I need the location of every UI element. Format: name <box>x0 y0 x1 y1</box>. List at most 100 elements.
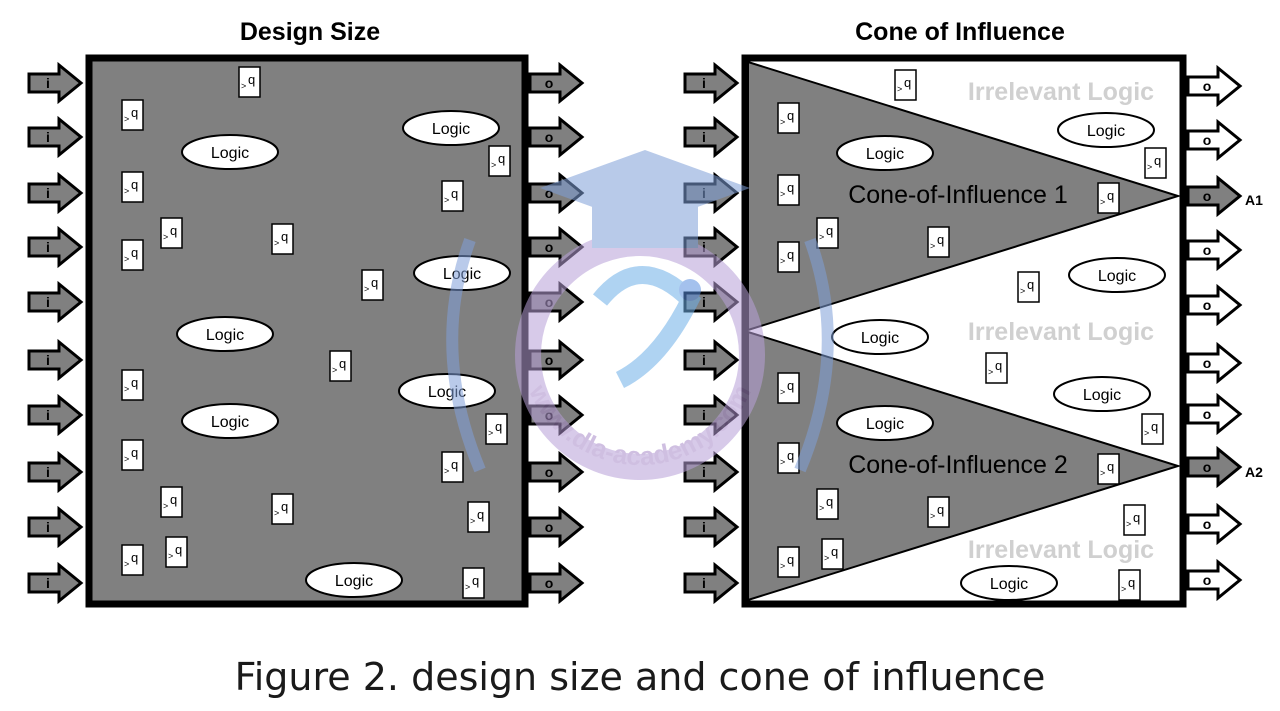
flip-flop-output-label: q <box>1128 575 1135 590</box>
right-logic-block-6: Logic <box>836 405 934 441</box>
port-letter: o <box>545 464 554 480</box>
left-input-port-7: i <box>27 393 84 437</box>
port-letter: o <box>545 239 554 255</box>
arrow-icon <box>27 61 84 105</box>
port-letter: i <box>46 75 50 91</box>
flip-flop-box <box>816 488 839 520</box>
flip-flop-output-label: q <box>170 492 177 507</box>
flip-flop-output-label: q <box>1151 419 1158 434</box>
cone-of-influence-2-region <box>747 330 1182 602</box>
left-output-port-1: o <box>528 61 585 105</box>
right-input-port-2: i <box>683 115 740 159</box>
port-letter: i <box>46 407 50 423</box>
flip-flop-output-label: q <box>281 499 288 514</box>
port-letter: i <box>702 519 706 535</box>
flip-flop-box <box>441 180 464 212</box>
right-flip-flop-6: >q <box>816 217 839 249</box>
logic-ellipse <box>402 110 500 146</box>
left-flip-flop-12: >q <box>485 413 508 445</box>
clock-marker-icon: > <box>824 553 829 563</box>
port-letter: i <box>702 239 706 255</box>
port-letter: o <box>1203 459 1212 475</box>
laurel-right-icon <box>794 237 834 473</box>
flip-flop-box <box>121 99 144 131</box>
clock-marker-icon: > <box>780 189 785 199</box>
flip-flop-box <box>777 546 800 578</box>
logic-label: Logic <box>866 416 904 433</box>
right-output-port-6: o <box>1186 341 1243 385</box>
clock-marker-icon: > <box>168 551 173 561</box>
left-logic-block-6: Logic <box>181 403 279 439</box>
flip-flop-output-label: q <box>787 247 794 262</box>
clock-marker-icon: > <box>1121 584 1126 594</box>
arrow-icon <box>1186 64 1243 108</box>
flip-flop-box <box>467 501 490 533</box>
clock-marker-icon: > <box>124 254 129 264</box>
flip-flop-box <box>441 451 464 483</box>
clock-marker-icon: > <box>930 241 935 251</box>
port-letter: i <box>702 464 706 480</box>
flip-flop-box <box>777 241 800 273</box>
right-output-port-1: o <box>1186 64 1243 108</box>
logic-label: Logic <box>1083 387 1121 404</box>
flip-flop-output-label: q <box>826 223 833 238</box>
right-flip-flop-19: >q <box>821 538 844 570</box>
clock-marker-icon: > <box>930 511 935 521</box>
arrow-icon <box>27 115 84 159</box>
clock-marker-icon: > <box>819 232 824 242</box>
logic-ellipse <box>181 403 279 439</box>
right-flip-flop-11: >q <box>777 372 800 404</box>
laurel-left-icon <box>446 237 486 473</box>
right-logic-block-2: Logic <box>1057 112 1155 148</box>
arrow-icon <box>1186 341 1243 385</box>
port-letter: i <box>46 519 50 535</box>
left-flip-flop-16: >q <box>271 493 294 525</box>
right-flip-flop-8: >q <box>777 241 800 273</box>
flip-flop-output-label: q <box>477 507 484 522</box>
left-input-port-9: i <box>27 505 84 549</box>
irrelevant-logic-label-3: Irrelevant Logic <box>968 536 1154 564</box>
port-letter: o <box>1203 297 1212 313</box>
arrow-icon <box>528 450 585 494</box>
verified-badge-icon <box>679 279 701 301</box>
logic-label: Logic <box>211 414 249 431</box>
clock-marker-icon: > <box>819 503 824 513</box>
left-logic-block-7: Logic <box>305 562 403 598</box>
right-output-port-8: o <box>1186 445 1243 489</box>
left-input-port-8: i <box>27 450 84 494</box>
figure-caption: Figure 2. design size and cone of influe… <box>234 655 1046 699</box>
flip-flop-output-label: q <box>131 445 138 460</box>
flip-flop-output-label: q <box>904 75 911 90</box>
logic-label: Logic <box>335 573 373 590</box>
clock-marker-icon: > <box>780 256 785 266</box>
clock-marker-icon: > <box>988 367 993 377</box>
clock-marker-icon: > <box>444 466 449 476</box>
logic-label: Logic <box>1098 268 1136 285</box>
clock-marker-icon: > <box>1100 468 1105 478</box>
left-input-port-6: i <box>27 338 84 382</box>
flip-flop-output-label: q <box>451 457 458 472</box>
left-flip-flop-19: >q <box>165 536 188 568</box>
arrow-icon <box>27 280 84 324</box>
flip-flop-output-label: q <box>170 223 177 238</box>
flip-flop-box <box>927 226 950 258</box>
left-flip-flop-13: >q <box>121 439 144 471</box>
diagram-svg: Design Size Cone of Influence Irrelevant… <box>27 18 1263 608</box>
flip-flop-box <box>485 413 508 445</box>
logic-ellipse <box>960 565 1058 601</box>
port-letter: i <box>46 239 50 255</box>
clock-marker-icon: > <box>780 387 785 397</box>
port-letter: o <box>1203 78 1212 94</box>
flip-flop-output-label: q <box>1107 188 1114 203</box>
right-output-port-9: o <box>1186 502 1243 546</box>
port-letter: i <box>46 129 50 145</box>
arrow-icon <box>1186 392 1243 436</box>
arrow-icon <box>1186 502 1243 546</box>
watermark-text-path: www.dla-academy.com <box>523 379 757 471</box>
logic-ellipse <box>836 135 934 171</box>
left-flip-flop-3: >q <box>488 145 511 177</box>
left-output-port-9: o <box>528 505 585 549</box>
left-flip-flop-8: >q <box>121 239 144 271</box>
watermark-emblem-icon <box>592 266 701 389</box>
left-flip-flop-6: >q <box>160 217 183 249</box>
